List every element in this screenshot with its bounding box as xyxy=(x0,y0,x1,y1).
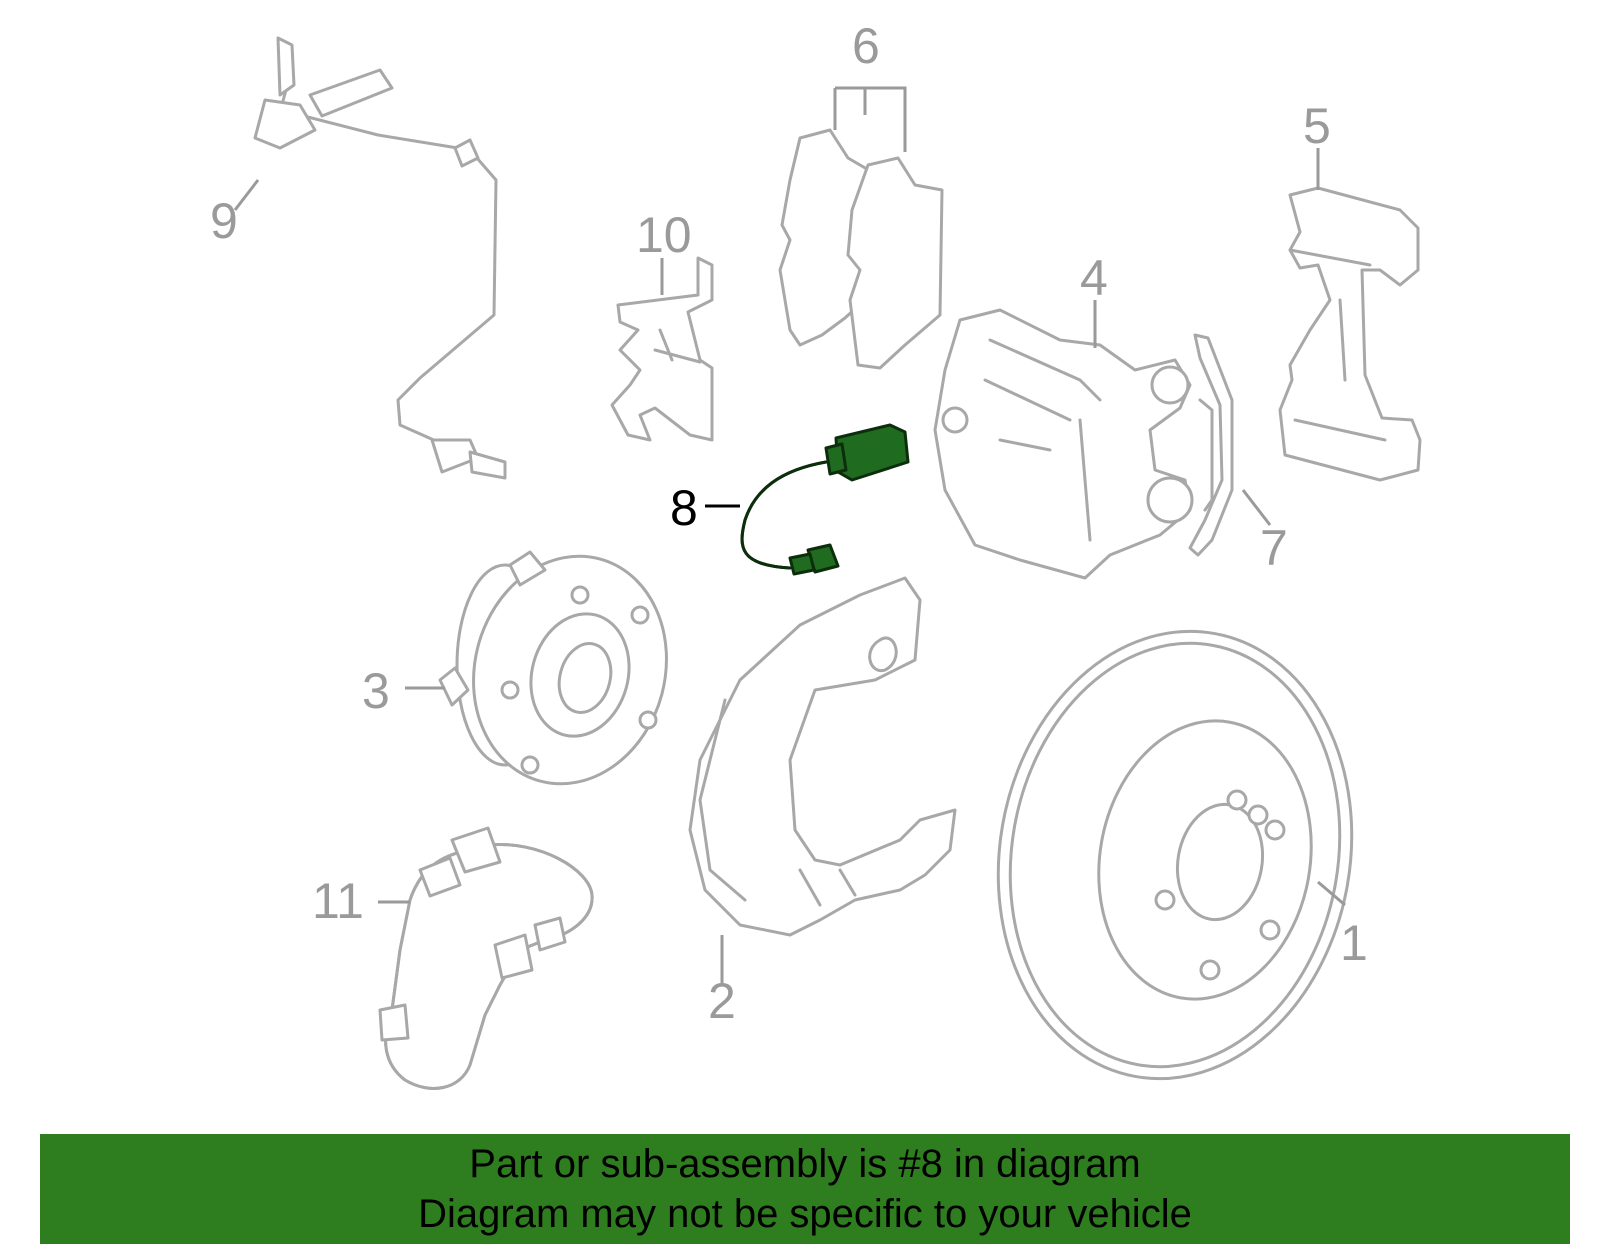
part-9-speed-sensor[interactable] xyxy=(253,36,507,480)
leader-lines xyxy=(233,86,1346,985)
part-7-anti-rattle-spring[interactable] xyxy=(1188,333,1234,557)
callout-4: 4 xyxy=(1080,250,1108,306)
callout-10: 10 xyxy=(636,207,692,263)
part-5-caliper-bracket[interactable] xyxy=(1278,186,1422,482)
part-8-wear-sensor[interactable] xyxy=(740,423,910,576)
callout-7: 7 xyxy=(1260,520,1288,576)
part-2-dust-shield[interactable] xyxy=(688,576,957,937)
leader-1 xyxy=(1317,880,1346,907)
info-banner: Part or sub-assembly is #8 in diagram Di… xyxy=(40,1134,1570,1244)
callout-1: 1 xyxy=(1340,915,1368,971)
parts-diagram: 1 2 3 4 5 6 7 8 9 10 11 xyxy=(210,18,1422,1107)
callout-3: 3 xyxy=(362,663,390,719)
leader-7 xyxy=(1241,489,1272,526)
callout-5: 5 xyxy=(1303,98,1331,154)
callout-6: 6 xyxy=(852,18,880,74)
banner-line-1: Part or sub-assembly is #8 in diagram xyxy=(469,1142,1141,1186)
callout-9: 9 xyxy=(210,193,238,249)
callout-8: 8 xyxy=(670,480,698,536)
callout-2: 2 xyxy=(708,973,736,1029)
leader-6 xyxy=(833,86,907,152)
callout-labels: 1 2 3 4 5 6 7 8 9 10 11 xyxy=(210,18,1368,1029)
callout-11: 11 xyxy=(312,873,364,929)
leader-9 xyxy=(233,179,260,211)
part-3-wheel-hub[interactable] xyxy=(438,534,692,805)
part-1-brake-rotor[interactable] xyxy=(964,603,1387,1107)
part-11-brake-hose[interactable] xyxy=(378,826,594,1090)
part-4-caliper[interactable] xyxy=(933,308,1194,580)
part-10-retaining-clip[interactable] xyxy=(610,256,714,442)
banner-line-2: Diagram may not be specific to your vehi… xyxy=(418,1192,1192,1236)
part-6-brake-pads[interactable] xyxy=(778,128,944,370)
